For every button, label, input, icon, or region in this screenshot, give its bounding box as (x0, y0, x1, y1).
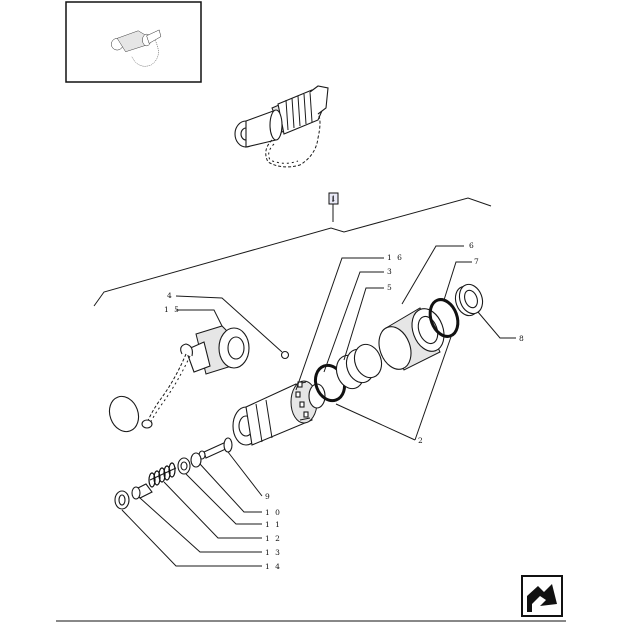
callout-11: 1 1 (265, 520, 281, 529)
callout-1: 1 (331, 194, 337, 203)
callout-14: 1 4 (265, 562, 281, 571)
callout-12: 1 2 (265, 534, 281, 543)
callout-6: 6 (469, 241, 475, 250)
seal-rings (313, 343, 383, 403)
sleeve (378, 307, 445, 371)
next-page-arrow-icon[interactable] (521, 575, 563, 617)
callout-4: 4 (167, 291, 173, 300)
coupler-body (232, 380, 326, 446)
o-ring-and-washer (428, 283, 484, 338)
callout-16: 1 6 (387, 253, 403, 262)
valve-internals (114, 437, 233, 510)
callout-5: 5 (387, 283, 393, 292)
dust-cap-plug (108, 325, 250, 433)
callout-13: 1 3 (265, 548, 281, 557)
callout-10: 1 0 (265, 508, 281, 517)
assembled-coupling (234, 85, 329, 168)
callout-15: 1 5 (164, 305, 180, 314)
callout-3: 3 (387, 267, 393, 276)
callout-7: 7 (474, 257, 480, 266)
callout-8: 8 (519, 334, 525, 343)
ball (280, 350, 290, 360)
thumbnail-overview (65, 1, 202, 83)
leader-lines (121, 245, 516, 567)
callout-9: 9 (265, 492, 271, 501)
callout-labels: 1 2 3 4 5 6 7 8 9 1 0 1 1 1 2 1 3 1 4 1 … (164, 194, 525, 571)
section-break-line (93, 197, 492, 307)
callout-2: 2 (418, 436, 424, 445)
reference-box (328, 192, 339, 222)
